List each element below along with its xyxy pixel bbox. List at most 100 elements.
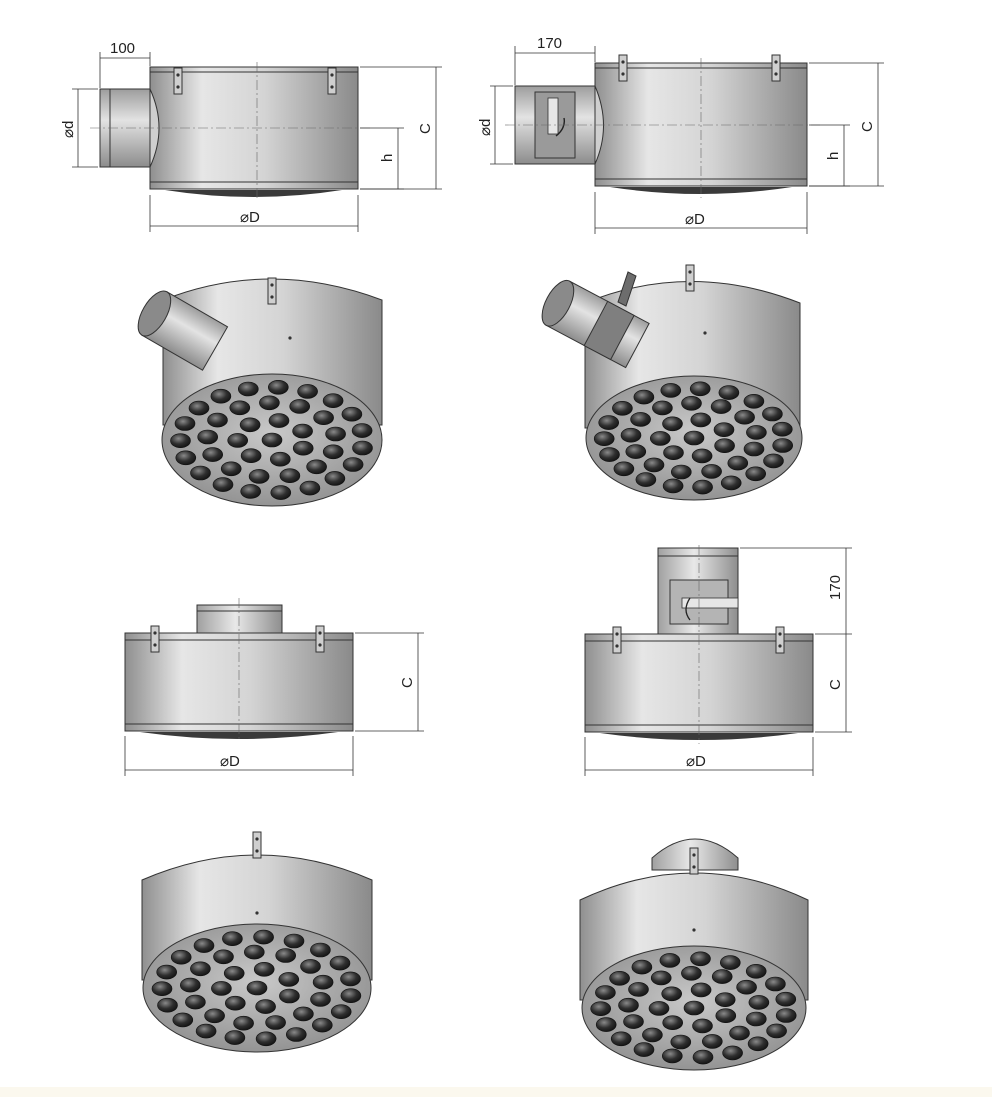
nozzle-icon — [340, 971, 361, 987]
nozzle-icon — [255, 1031, 277, 1047]
dim-C-label: C — [417, 123, 434, 134]
dim-C-label: C — [827, 679, 844, 690]
side-view-damper: 170 ⌀d h C ⌀D — [477, 35, 884, 234]
nozzle-icon — [719, 955, 741, 970]
nozzle-icon — [248, 469, 270, 484]
nozzle-fringe — [140, 732, 338, 739]
nozzle-icon — [190, 465, 211, 481]
nozzle-icon — [649, 431, 671, 446]
nozzle-icon — [720, 475, 742, 491]
nozzle-icon — [238, 381, 259, 397]
damper-body — [583, 300, 635, 361]
nozzle-icon — [279, 468, 301, 484]
nozzle-icon — [310, 942, 331, 958]
bracket-icon — [252, 831, 262, 859]
nozzle-icon — [662, 1015, 684, 1031]
nozzle-icon — [239, 417, 261, 433]
nozzle-icon — [330, 1004, 352, 1020]
spigot — [99, 88, 151, 168]
nozzle-icon — [662, 416, 683, 432]
nozzle-icon — [715, 1008, 737, 1024]
nozzle-icon — [174, 416, 196, 431]
nozzle-icon — [595, 985, 616, 1000]
nozzle-icon — [151, 981, 173, 997]
nozzle-icon — [227, 433, 248, 448]
nozzle-icon — [224, 1030, 246, 1045]
nozzle-icon — [352, 440, 373, 456]
nozzle-icon — [692, 1018, 713, 1034]
nozzle-icon — [222, 931, 243, 947]
dim-D-label: ⌀D — [686, 753, 706, 770]
nozzle-icon — [259, 395, 280, 411]
nozzle-icon — [772, 438, 794, 453]
nozzle-icon — [210, 388, 232, 404]
nozzle-icon — [244, 944, 265, 960]
bracket-icon — [618, 54, 628, 82]
nozzle-icon — [185, 994, 206, 1010]
nozzle-icon — [289, 399, 311, 414]
nozzle-icon — [180, 977, 201, 993]
nozzle-icon — [299, 480, 321, 496]
nozzle-icon — [663, 445, 684, 461]
nozzle-icon — [329, 955, 351, 971]
nozzle-icon — [743, 393, 765, 409]
nozzle-icon — [211, 981, 232, 996]
nozzle-icon — [690, 412, 712, 428]
front-view-damper: 170 C ⌀D — [584, 545, 852, 776]
nozzle-icon — [714, 992, 736, 1008]
nozzle-icon — [340, 988, 362, 1004]
nozzle-icon — [310, 992, 331, 1007]
nozzle-icon — [660, 383, 682, 398]
nozzle-icon — [229, 400, 251, 416]
dim-h-label: h — [379, 154, 396, 162]
nozzle-icon — [341, 406, 363, 422]
nozzle-icon — [711, 969, 733, 984]
nozzle-icon — [618, 997, 639, 1013]
nozzle-icon — [324, 471, 346, 486]
nozzle-icon — [240, 484, 261, 499]
nozzle-icon — [255, 999, 276, 1014]
nozzle-icon — [718, 385, 740, 400]
nozzle-icon — [609, 970, 630, 986]
nozzle-icon — [661, 986, 683, 1002]
nozzle-icon — [283, 933, 305, 949]
nozzle-icon — [690, 951, 711, 967]
nozzle-icon — [670, 464, 692, 480]
iso-bottom-plain — [141, 831, 373, 1053]
nozzle-grid — [590, 951, 797, 1065]
nozzle-icon — [265, 1015, 286, 1030]
nozzle-icon — [292, 423, 313, 439]
nozzle-icon — [745, 1011, 767, 1027]
nozzle-icon — [311, 1017, 333, 1033]
nozzle-icon — [268, 413, 290, 428]
dim-stub-label: 170 — [537, 35, 562, 52]
nozzle-icon — [253, 961, 275, 977]
nozzle-icon — [233, 1015, 254, 1031]
nozzle-icon — [628, 982, 649, 997]
nozzle-icon — [170, 949, 192, 965]
spigot — [541, 279, 650, 369]
nozzle-icon — [253, 929, 274, 945]
nozzle-icon — [745, 963, 767, 979]
nozzle-icon — [692, 479, 713, 495]
nozzle-icon — [613, 461, 635, 477]
nozzle-icon — [659, 953, 681, 968]
nozzle-icon — [714, 438, 735, 454]
dim-D-label: ⌀D — [240, 209, 260, 226]
iso-view-damper — [541, 264, 803, 501]
nozzle-icon — [325, 426, 346, 442]
nozzle-icon — [313, 410, 334, 426]
bracket-icon — [315, 625, 325, 653]
nozzle-icon — [278, 972, 300, 987]
nozzle-icon — [595, 1017, 617, 1032]
nozzle-icon — [681, 965, 702, 981]
bracket-icon — [173, 67, 183, 95]
nozzle-icon — [170, 433, 191, 449]
nozzle-icon — [225, 995, 246, 1011]
nozzle-icon — [734, 409, 755, 425]
nozzle-icon — [193, 938, 215, 953]
dim-C-label: C — [859, 121, 876, 132]
dim-stub-label: 100 — [110, 40, 135, 57]
bracket-icon — [327, 67, 337, 95]
